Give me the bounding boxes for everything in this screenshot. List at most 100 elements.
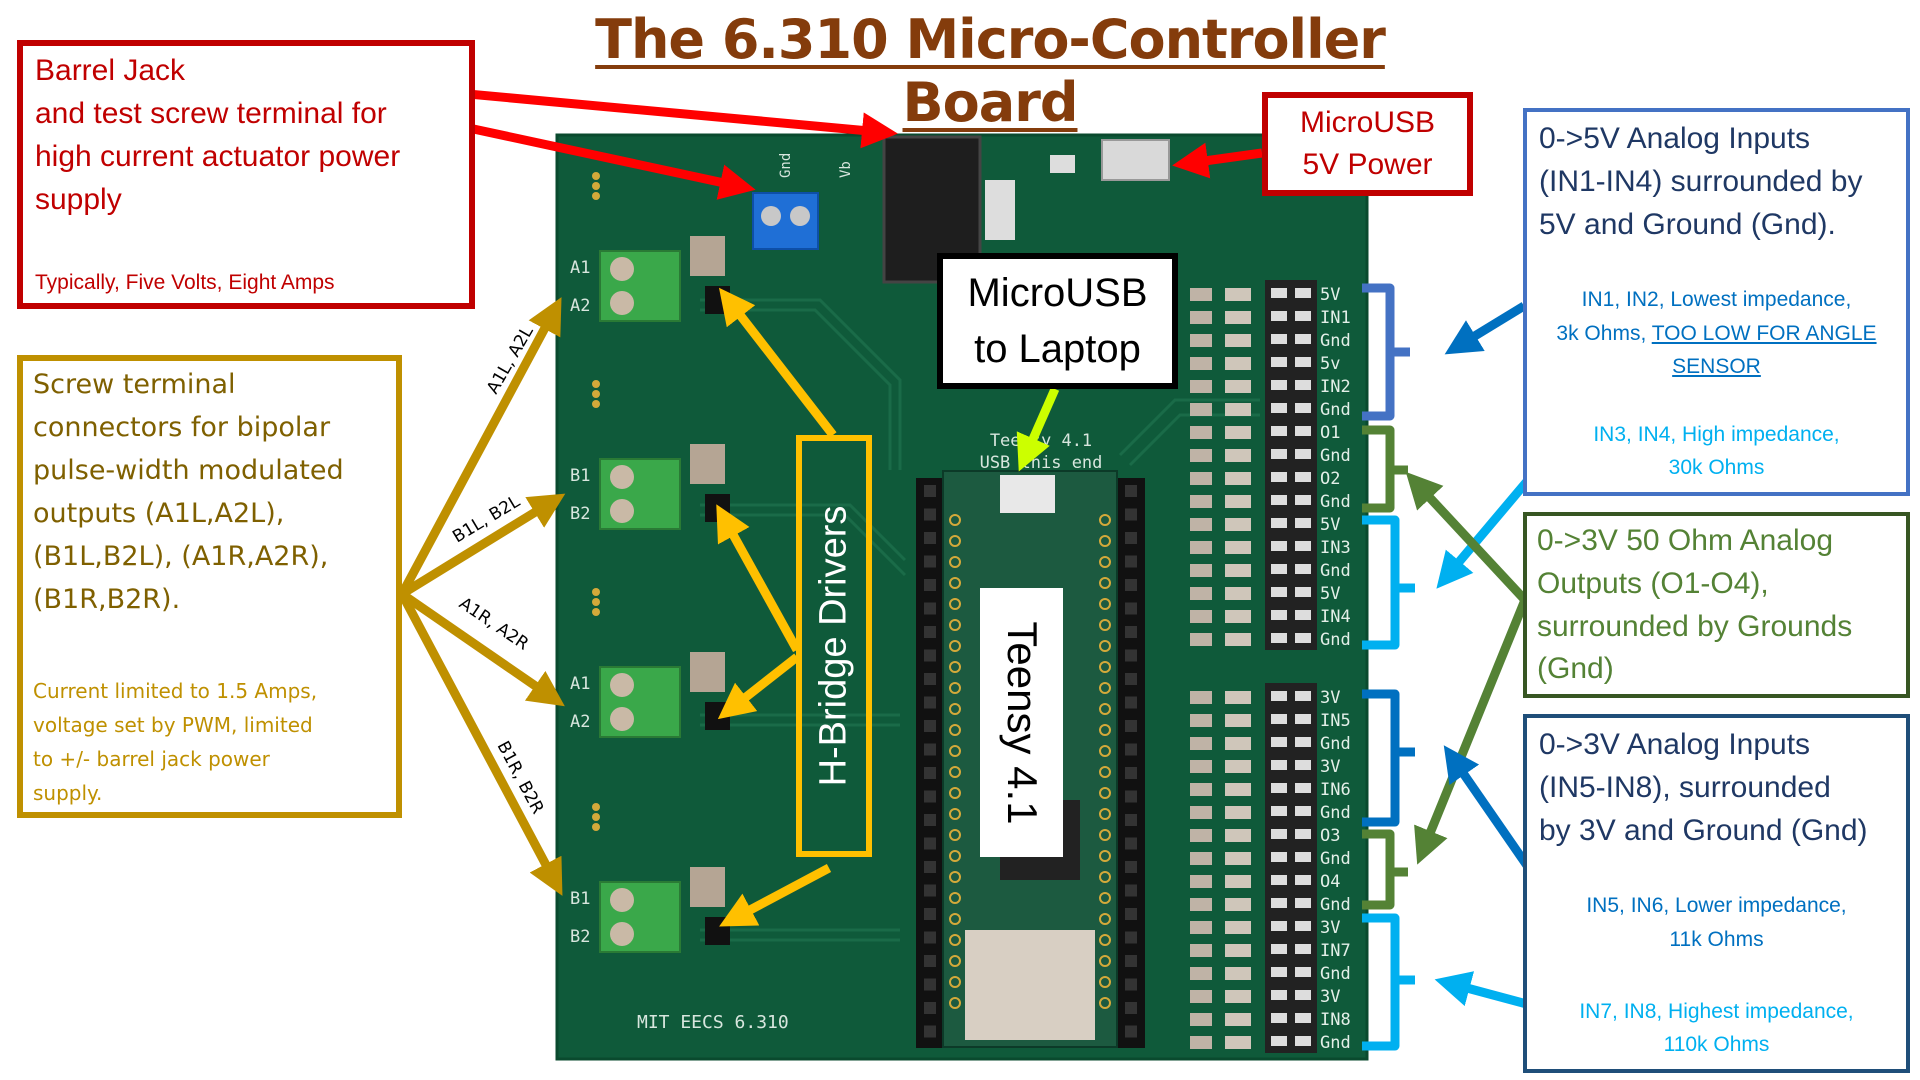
header-pin bbox=[1125, 696, 1137, 709]
bracket-o3-o4 bbox=[1362, 829, 1408, 910]
callout-line: outputs (A1L,A2L), bbox=[33, 498, 285, 529]
teensy-label: Teensy 4.1 bbox=[998, 620, 1046, 825]
header-pin-label: IN2 bbox=[1320, 377, 1351, 397]
impedance-note: 11k Ohms bbox=[1669, 928, 1764, 951]
header-pin bbox=[1125, 673, 1137, 685]
callout-line: supply bbox=[35, 183, 122, 216]
header-pin-label: 5V bbox=[1320, 584, 1340, 604]
header-pin bbox=[924, 555, 936, 568]
callout-line: (Gnd) bbox=[1537, 652, 1614, 685]
terminal-silk-label: A2 bbox=[570, 296, 590, 316]
callout-line: (B1R,B2R). bbox=[33, 584, 181, 615]
header-pin bbox=[1125, 790, 1137, 803]
header-pin bbox=[1125, 884, 1137, 897]
impedance-note: 3k Ohms, bbox=[1556, 322, 1652, 345]
header-pin-label: IN8 bbox=[1320, 1010, 1351, 1030]
header-pin bbox=[1125, 837, 1137, 850]
screw-terminal bbox=[599, 250, 681, 322]
header-pin bbox=[924, 814, 936, 826]
impedance-warning: TOO LOW FOR ANGLE bbox=[1651, 322, 1877, 345]
header-pin-label: Gnd bbox=[1320, 561, 1351, 581]
microusb-power-port bbox=[1101, 139, 1170, 181]
callout-line: pulse-width modulated bbox=[33, 455, 344, 486]
arrow-usb-laptop bbox=[1016, 387, 1060, 472]
header-pin bbox=[924, 837, 936, 850]
silk-gnd: Gnd bbox=[778, 153, 794, 178]
header-pin-label: IN7 bbox=[1320, 941, 1351, 961]
terminal-silk-label: B1 bbox=[570, 889, 590, 909]
arrow-microusb-power bbox=[1172, 142, 1263, 179]
arrow-a1l-a2l bbox=[398, 297, 562, 597]
header-pin bbox=[924, 884, 936, 897]
header-pin-label: 3V bbox=[1320, 987, 1340, 1007]
silk-teensy: Teensy 4.1 bbox=[990, 431, 1092, 451]
arrow-hbridge-4 bbox=[719, 864, 832, 927]
callout-note: voltage set by PWM, limited bbox=[33, 713, 313, 737]
header-pin bbox=[1125, 814, 1137, 826]
header-pin bbox=[924, 767, 936, 779]
header-pin-label: Gnd bbox=[1320, 492, 1351, 512]
impedance-note: IN7, IN8, Highest impedance, bbox=[1579, 1000, 1854, 1023]
silk-usb-this-end: USB this end bbox=[980, 453, 1103, 473]
screw-terminal bbox=[599, 458, 681, 530]
header-pin bbox=[1125, 955, 1137, 967]
callout-line: Screw terminal bbox=[33, 369, 236, 400]
header-pin bbox=[924, 955, 936, 967]
header-pin bbox=[1125, 743, 1137, 756]
header-pin bbox=[924, 931, 936, 944]
arrow-outputs-top bbox=[1405, 471, 1529, 604]
header-pin bbox=[1125, 626, 1137, 638]
impedance-note: IN3, IN4, High impedance, bbox=[1593, 423, 1840, 446]
header-pin bbox=[1125, 767, 1137, 779]
header-pin bbox=[924, 743, 936, 756]
header-pin bbox=[924, 532, 936, 544]
header-pin bbox=[924, 861, 936, 873]
callout-line: 0->3V 50 Ohm Analog bbox=[1537, 524, 1834, 557]
impedance-note: IN5, IN6, Lower impedance, bbox=[1586, 894, 1847, 917]
silk-mit-eecs: MIT EECS 6.310 bbox=[637, 1012, 789, 1033]
header-pin bbox=[924, 508, 936, 521]
header-pin-label: Gnd bbox=[1320, 400, 1351, 420]
header-pin bbox=[1125, 861, 1137, 873]
callout-line: high current actuator power bbox=[35, 140, 401, 173]
barrel-jack-callout: Barrel Jack and test screw terminal for … bbox=[17, 40, 475, 309]
callout-line: and test screw terminal for bbox=[35, 97, 387, 130]
header-pin bbox=[924, 649, 936, 662]
header-pin bbox=[1125, 532, 1137, 544]
header-pin bbox=[924, 1025, 936, 1038]
terminal-silk-label: A1 bbox=[570, 674, 590, 694]
header-pin-label: 3V bbox=[1320, 688, 1340, 708]
page-title: The 6.310 Micro-Controller Board bbox=[595, 8, 1386, 134]
callout-line: (IN5-IN8), surrounded bbox=[1539, 771, 1831, 804]
header-pin bbox=[924, 1002, 936, 1014]
arrow-b1r-b2r bbox=[398, 591, 563, 896]
header-pin bbox=[1125, 579, 1137, 591]
callout-note: Typically, Five Volts, Eight Amps bbox=[35, 271, 335, 294]
microusb-laptop-callout: MicroUSB to Laptop bbox=[937, 253, 1178, 389]
header-pin-label: 3V bbox=[1320, 757, 1340, 777]
hbridge-callout: H-Bridge Drivers bbox=[796, 435, 872, 857]
arrow-a1r-a2r bbox=[399, 590, 565, 707]
screw-terminal bbox=[599, 881, 681, 953]
hbridge-label: H-Bridge Drivers bbox=[812, 505, 855, 787]
header-pin bbox=[924, 908, 936, 920]
arrow-hbridge-2 bbox=[716, 504, 801, 653]
header-pin-label: IN6 bbox=[1320, 780, 1351, 800]
header-pin bbox=[1125, 602, 1137, 615]
header-pin-label: O2 bbox=[1320, 469, 1340, 489]
arrow-label-a1r-a2r: A1R, A2R bbox=[455, 594, 532, 655]
terminal-silk-label: B2 bbox=[570, 504, 590, 524]
callout-note: supply. bbox=[33, 781, 103, 805]
header-pin bbox=[924, 790, 936, 803]
header-pin-label: Gnd bbox=[1320, 446, 1351, 466]
header-pin-label: Gnd bbox=[1320, 964, 1351, 984]
header-pin-label: Gnd bbox=[1320, 895, 1351, 915]
bracket-in1-in2 bbox=[1362, 283, 1410, 421]
header-pin bbox=[1125, 555, 1137, 568]
header-pin bbox=[924, 579, 936, 591]
arrow-hbridge-3 bbox=[717, 653, 800, 720]
bracket-o1-o2 bbox=[1362, 425, 1408, 513]
header-pin-label: IN1 bbox=[1320, 308, 1351, 328]
impedance-note: IN1, IN2, Lowest impedance, bbox=[1581, 288, 1852, 311]
